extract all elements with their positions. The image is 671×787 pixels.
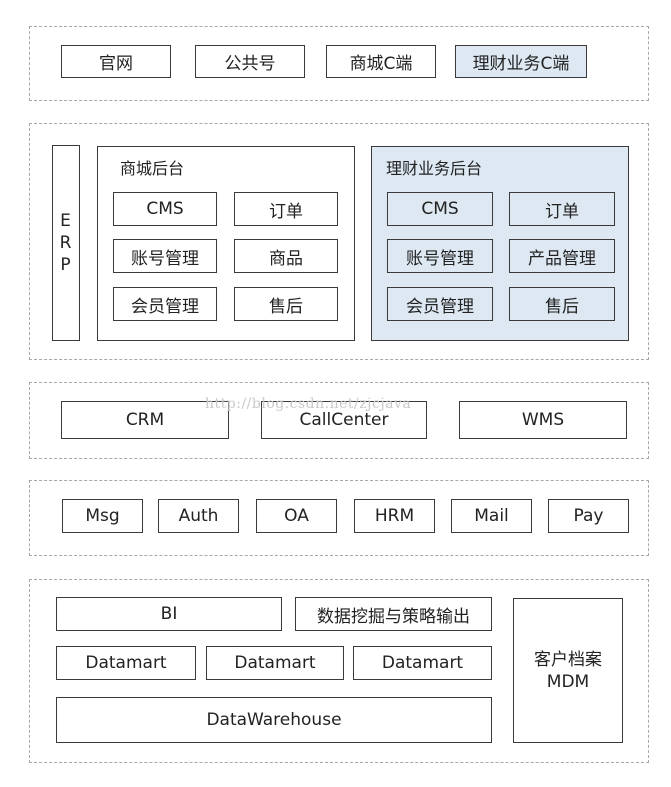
channel-mall-client: 商城C端 [326,45,436,78]
business-layer [29,382,649,459]
services-layer [29,480,649,556]
channel-official-account: 公共号 [195,45,305,78]
data-mining-box: 数据挖掘与策略输出 [295,597,492,631]
channels-layer [29,26,649,101]
erp-box: E R P [52,145,80,341]
channel-finance-client: 理财业务C端 [455,45,587,78]
datamart-box: Datamart [353,646,492,680]
callcenter-box: CallCenter [261,401,427,439]
bi-box: BI [56,597,282,631]
mall-backend-title: 商城后台 [120,159,185,178]
finance-orders: 订单 [509,192,615,226]
service-hrm: HRM [354,499,435,533]
finance-member-mgmt: 会员管理 [387,287,493,321]
finance-product-mgmt: 产品管理 [509,239,615,273]
mall-cms: CMS [113,192,217,226]
mall-orders: 订单 [234,192,338,226]
mall-account-mgmt: 账号管理 [113,239,217,273]
service-msg: Msg [62,499,143,533]
erp-letter-p: P [60,255,72,275]
mall-after-sales: 售后 [234,287,338,321]
service-pay: Pay [548,499,629,533]
finance-account-mgmt: 账号管理 [387,239,493,273]
data-warehouse-box: DataWarehouse [56,697,492,743]
mall-products: 商品 [234,239,338,273]
mdm-box: 客户档案 MDM [513,598,623,743]
datamart-box: Datamart [56,646,196,680]
finance-backend-title: 理财业务后台 [386,159,483,178]
wms-box: WMS [459,401,627,439]
crm-box: CRM [61,401,229,439]
erp-letter-e: E [60,211,72,231]
channel-website: 官网 [61,45,171,78]
finance-cms: CMS [387,192,493,226]
mall-member-mgmt: 会员管理 [113,287,217,321]
mdm-label-cn: 客户档案 [534,649,602,670]
service-mail: Mail [451,499,532,533]
data-layer [29,579,649,763]
erp-letter-r: R [59,233,73,253]
service-auth: Auth [158,499,239,533]
datamart-box: Datamart [206,646,344,680]
mdm-label-en: MDM [546,671,590,692]
backend-layer [29,123,649,360]
finance-after-sales: 售后 [509,287,615,321]
service-oa: OA [256,499,337,533]
